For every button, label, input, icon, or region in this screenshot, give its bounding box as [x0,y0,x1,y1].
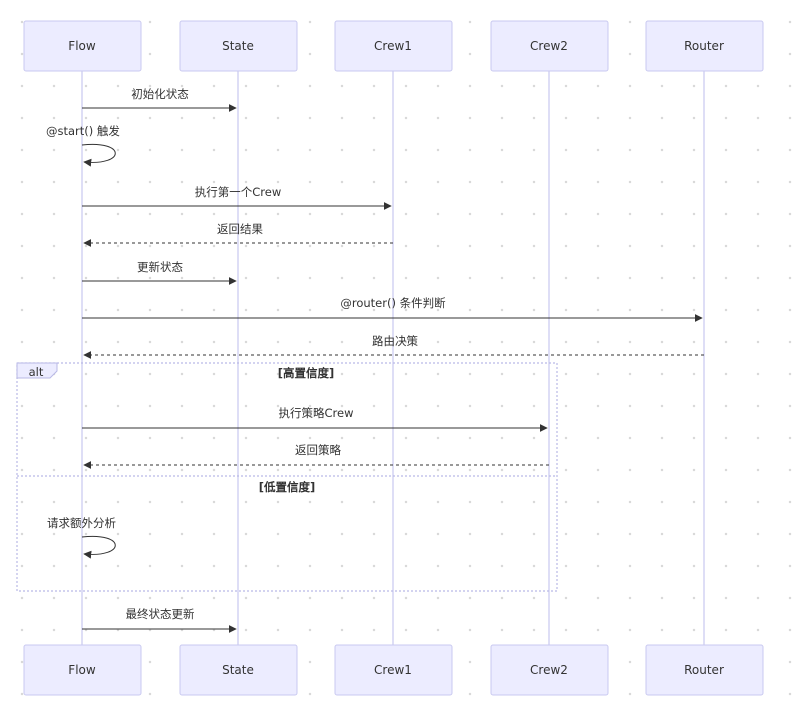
participant-crew1-top: Crew1 [334,20,453,72]
message-label: 返回结果 [217,222,263,236]
message-label: 请求额外分析 [47,516,116,530]
participant-flow-top: Flow [23,20,142,72]
participant-label: State [222,663,254,677]
message-final-update: 最终状态更新 [82,607,237,633]
self-loop-arrow [81,143,116,167]
participant-label: Crew1 [374,663,412,677]
alt-frame: alt [高置信度] [低置信度] [16,362,558,592]
participant-label: Flow [68,663,96,677]
message-init-state: 初始化状态 [82,87,237,112]
alt-frame-label: alt [29,365,44,379]
participant-flow-bottom: Flow [23,644,142,696]
message-label: 路由决策 [372,334,418,348]
message-run-strategy-crew: 执行策略Crew [82,406,548,432]
alt-frame-border [16,362,558,592]
participant-crew1-bottom: Crew1 [334,644,453,696]
participant-router-bottom: Router [645,644,764,696]
message-update-state: 更新状态 [82,260,237,285]
message-start-trigger: @start() 触发 [46,124,120,167]
participant-crew2-bottom: Crew2 [490,644,609,696]
message-router-check: @router() 条件判断 [82,296,703,322]
participant-label: Router [684,663,724,677]
message-label: 返回策略 [295,443,341,457]
alt-frame-tab [16,362,58,379]
alt-condition-high: [高置信度] [278,366,335,380]
participant-label: Crew2 [530,663,568,677]
participant-label: Flow [68,39,96,53]
message-label: 更新状态 [137,260,183,274]
participant-label: Router [684,39,724,53]
message-route-decision: 路由决策 [83,334,704,359]
message-label: 最终状态更新 [126,607,195,621]
message-extra-analysis: 请求额外分析 [47,516,116,559]
message-return-result: 返回结果 [83,222,393,247]
message-label: @start() 触发 [46,124,120,138]
self-loop-arrow [81,535,116,559]
message-run-crew1: 执行第一个Crew [82,185,392,210]
participant-label: Crew1 [374,39,412,53]
participant-label: State [222,39,254,53]
participant-label: Crew2 [530,39,568,53]
alt-condition-low: [低置信度] [259,480,316,494]
participant-state-bottom: State [179,644,298,696]
message-label: @router() 条件判断 [340,296,446,310]
participant-crew2-top: Crew2 [490,20,609,72]
participant-router-top: Router [645,20,764,72]
participant-state-top: State [179,20,298,72]
message-return-strategy: 返回策略 [83,443,549,469]
message-label: 执行第一个Crew [195,185,282,199]
message-label: 执行策略Crew [279,406,354,420]
message-label: 初始化状态 [131,87,189,101]
